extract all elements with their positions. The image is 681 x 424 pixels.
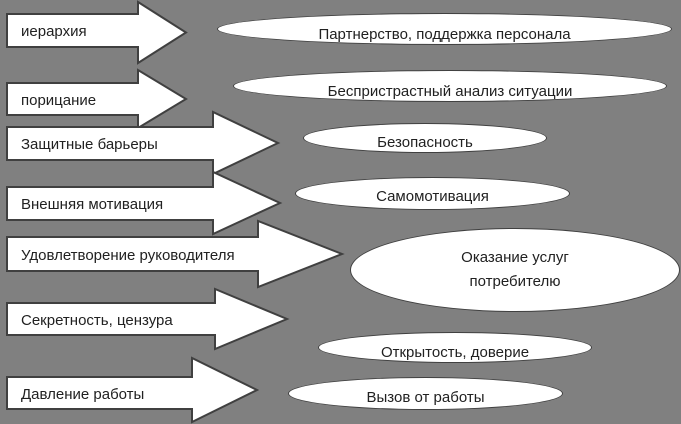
ellipse-safety: Безопасность <box>303 123 547 153</box>
arrow-label-external-motivation: Внешняя мотивация <box>21 196 164 213</box>
arrow-label-manager-satisfaction: Удовлетворение руководителя <box>21 246 235 264</box>
ellipse-self-motivation: Самомотивация <box>295 177 570 210</box>
arrow-shape-protective-barriers <box>6 110 281 176</box>
arrow-label-secrecy-censorship: Секретность, цензура <box>21 311 173 329</box>
ellipse-customer-service-text: Оказание услуг потребителю <box>461 249 569 290</box>
arrow-label-censure: порицание <box>21 91 97 109</box>
ellipse-partnership-staff-support: Партнерство, поддержка персонала <box>217 13 672 45</box>
arrow-label-work-pressure: Давление работы <box>21 385 145 403</box>
arrow-label-protective-barriers: Защитные барьеры <box>21 136 158 153</box>
arrow-shape-manager-satisfaction <box>6 219 345 289</box>
arrow-shape-censure <box>6 68 188 130</box>
arrow-shape-external-motivation <box>6 170 283 236</box>
arrow-shape-work-pressure <box>6 356 260 424</box>
arrow-label-hierarchy: иерархия <box>21 23 87 40</box>
ellipse-impartial-analysis: Беспристрастный анализ ситуации <box>233 70 667 102</box>
arrow-shape-secrecy-censorship <box>6 287 290 351</box>
arrow-shape-hierarchy <box>6 0 188 65</box>
ellipse-openness-trust: Открытость, доверие <box>318 332 592 363</box>
ellipse-work-challenge: Вызов от работы <box>288 377 563 410</box>
ellipse-customer-service: Оказание услуг потребителю <box>350 228 680 312</box>
